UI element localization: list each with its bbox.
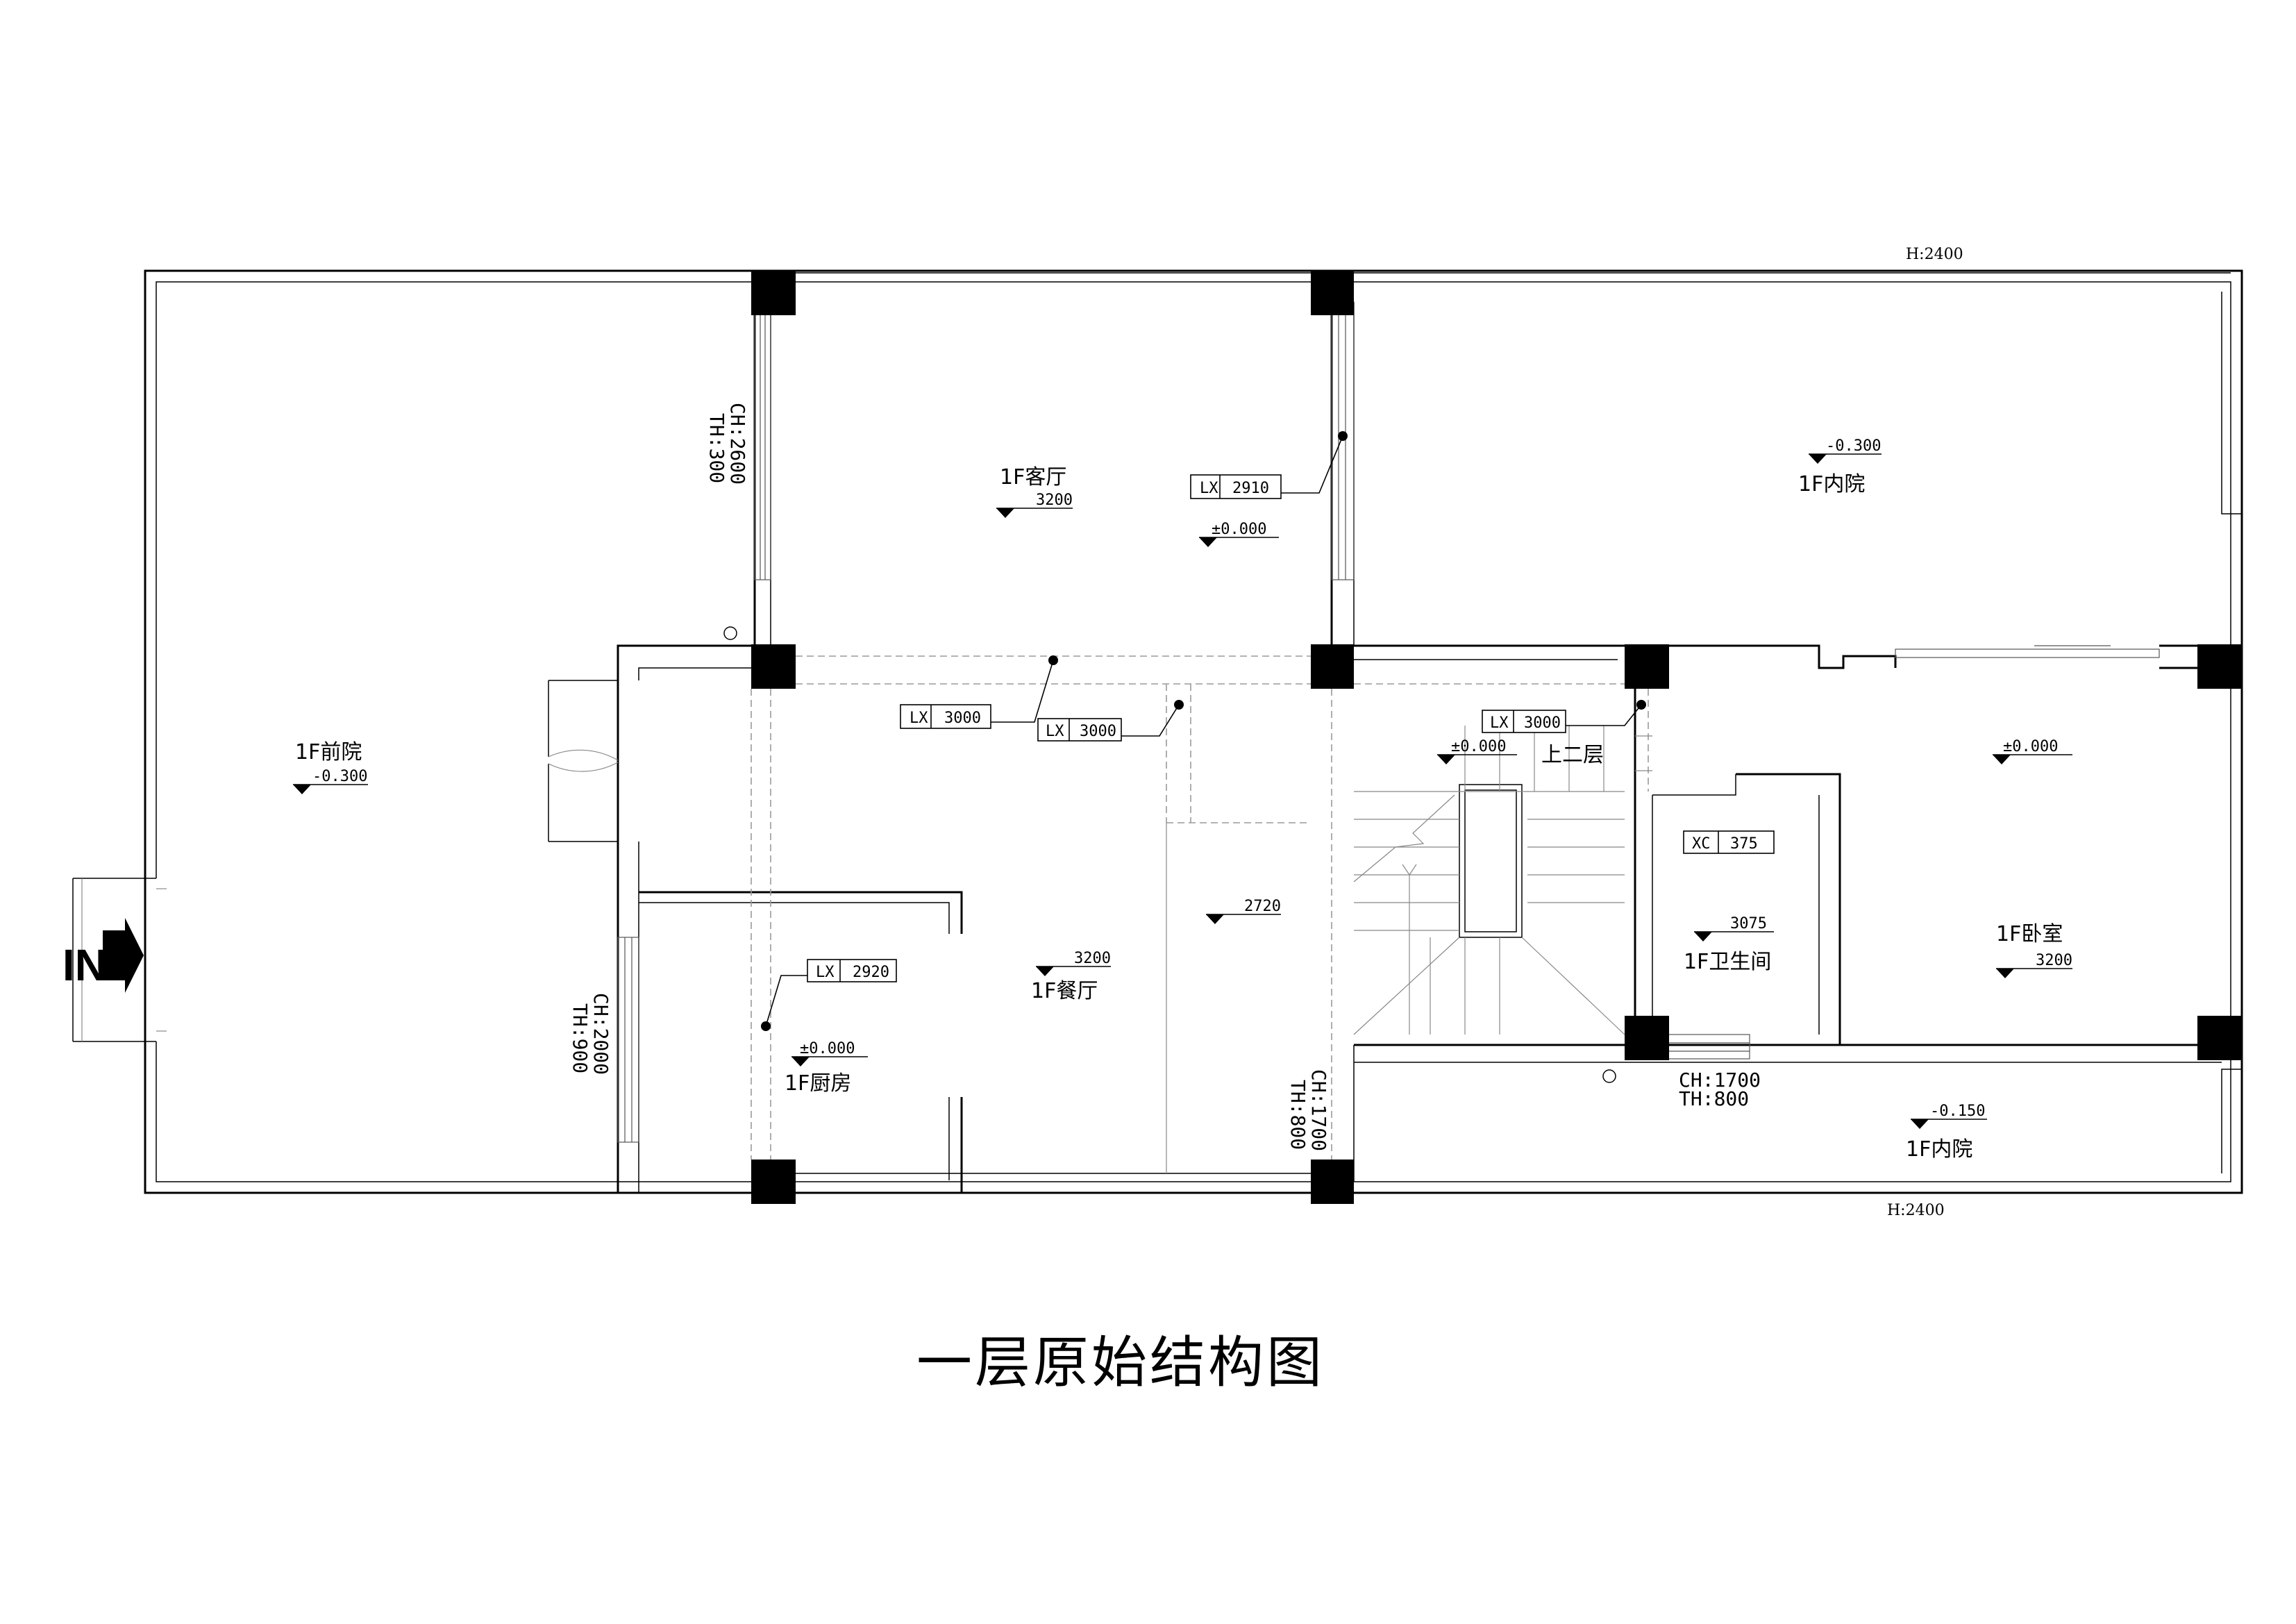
level-marker: 3200 (1996, 952, 2072, 978)
room-label-inner-court: 1F内院 (1906, 1137, 1972, 1162)
height-note: H:2400 (1906, 246, 1963, 263)
room-label-front-yard: 1F前院 (295, 740, 362, 764)
room-label-kitchen: 1F厨房 (785, 1071, 851, 1096)
window-ch-note: CH:2000 (589, 993, 612, 1075)
window-ch-note: CH:1700 (1679, 1069, 1761, 1091)
level-marker: -0.300 (1809, 437, 1882, 464)
beam-tag-code: LX (816, 964, 835, 981)
beam-tag-value: 2910 (1232, 480, 1269, 497)
window-th-note: TH:300 (705, 413, 728, 483)
level-marker: 3200 (996, 492, 1073, 518)
beam-tag: LX 3000 (1482, 700, 1646, 733)
windows (617, 301, 2160, 1143)
window-th-note: TH:800 (1679, 1087, 1749, 1110)
window-th-note: TH:900 (569, 1003, 592, 1073)
beam-tag: LX 3000 (1037, 700, 1184, 742)
beam-tag: LX 2920 (761, 959, 897, 1031)
column (2197, 644, 2242, 689)
beam-tag: LX 2910 (1190, 431, 1348, 499)
room-label-inner-court: 1F内院 (1798, 472, 1865, 496)
svg-text:2720: 2720 (1244, 898, 1281, 915)
beam-tag: LX 3000 (900, 655, 1058, 729)
beam-lines (751, 655, 1649, 1173)
room-label-bathroom: 1F卫生间 (1684, 950, 1771, 974)
level-marker: 3075 (1694, 915, 1774, 941)
entrance-label: IN (62, 940, 107, 990)
interior-walls (617, 271, 2242, 1193)
beam-tag-code: LX (910, 710, 928, 727)
column (751, 271, 796, 315)
beam-tag-value: 375 (1730, 835, 1758, 853)
svg-text:±0.000: ±0.000 (800, 1040, 855, 1057)
level-marker: ±0.000 (1437, 738, 1517, 764)
svg-text:-0.300: -0.300 (312, 768, 367, 785)
beam-tag-code: LX (1046, 723, 1064, 740)
outer-walls (144, 269, 2243, 1194)
post-marker (1602, 1069, 1616, 1083)
level-marker: 3200 (1036, 950, 1111, 976)
level-marker: 2720 (1206, 898, 1281, 924)
svg-text:3200: 3200 (1074, 950, 1111, 967)
beam-tag-value: 3000 (944, 710, 981, 727)
column (2197, 1016, 2242, 1060)
beam-tag: XC 375 (1683, 830, 1775, 854)
beam-tag-value: 2920 (853, 964, 889, 981)
beam-tag-value: 3000 (1524, 714, 1561, 732)
column (751, 644, 796, 689)
entrance-arrow-icon: IN (62, 918, 144, 993)
column (1625, 644, 1669, 689)
level-marker: -0.300 (293, 768, 368, 794)
column (1311, 644, 1354, 689)
window-th-note: TH:800 (1287, 1080, 1309, 1150)
column (1311, 271, 1354, 315)
beam-tag-code: LX (1490, 714, 1509, 732)
beam-tag-code: LX (1200, 480, 1218, 497)
svg-text:3200: 3200 (1036, 492, 1073, 509)
level-marker: ±0.000 (791, 1040, 868, 1066)
column (751, 1160, 796, 1204)
window-ch-note: CH:1700 (1307, 1069, 1330, 1151)
svg-text:3075: 3075 (1730, 915, 1767, 932)
staircase (1353, 726, 1652, 1035)
level-marker: ±0.000 (1993, 738, 2072, 764)
level-marker: -0.150 (1911, 1103, 1987, 1129)
drawing-title: 一层原始结构图 (916, 1330, 1325, 1395)
column (1625, 1016, 1669, 1060)
svg-text:-0.300: -0.300 (1826, 437, 1881, 455)
beam-tag-code: XC (1692, 835, 1711, 853)
svg-text:±0.000: ±0.000 (1451, 738, 1506, 755)
svg-text:±0.000: ±0.000 (1212, 521, 1266, 538)
columns (751, 271, 2242, 1204)
room-label-bedroom: 1F卧室 (1996, 922, 2063, 946)
doors (72, 680, 619, 1042)
svg-text:±0.000: ±0.000 (2003, 738, 2058, 755)
column (1311, 1160, 1354, 1204)
svg-text:-0.150: -0.150 (1930, 1103, 1985, 1120)
window-ch-note: CH:2600 (726, 403, 749, 485)
level-marker: ±0.000 (1199, 521, 1279, 547)
stair-up-label: 上二层 (1541, 743, 1604, 767)
beam-tag-value: 3000 (1080, 723, 1116, 740)
post-marker (723, 626, 737, 640)
room-label-dining: 1F餐厅 (1031, 979, 1098, 1003)
height-note: H:2400 (1887, 1202, 1945, 1219)
room-label-living: 1F客厅 (1000, 465, 1066, 489)
svg-text:3200: 3200 (2036, 952, 2072, 969)
